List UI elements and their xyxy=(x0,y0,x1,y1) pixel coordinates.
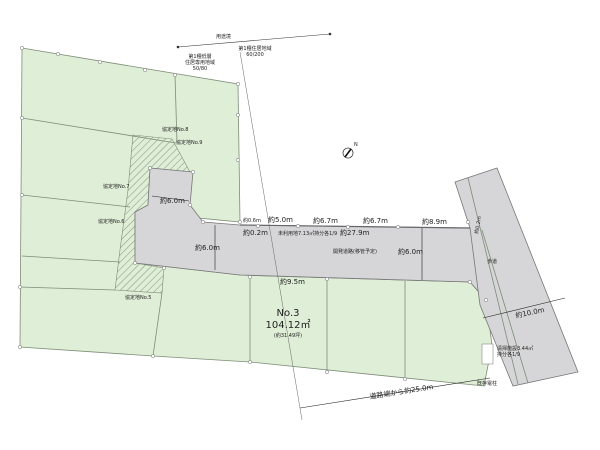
cleaning-facility-label-1: 清掃施設3.44㎡ xyxy=(497,345,533,352)
agreement-lot-no8: 協定地No.8 xyxy=(162,126,188,133)
dim-from-road-end: 道路端から約25.0m xyxy=(369,382,434,401)
dim-27-9: 約27.9m xyxy=(340,228,370,237)
dimension-lines xyxy=(151,195,566,409)
north-compass-icon: N xyxy=(342,142,358,159)
dim-9-5: 約9.5m xyxy=(280,277,305,286)
lot-area-sqm: 104.12㎡ xyxy=(266,319,311,331)
agreement-lot-no9: 協定地No.9 xyxy=(176,139,202,146)
lot-lines xyxy=(19,51,494,421)
zoning-boundary: 用途境 第1種低層 住居専用地域 50/80 第1種住居地域 60/200 xyxy=(176,32,332,72)
dim-0-2-right: 約0.2m xyxy=(473,215,483,234)
dim-upper-width: 約6.0m xyxy=(160,196,185,205)
lot-number: No.3 xyxy=(277,308,300,319)
agreement-lot-no6: 協定地No.6 xyxy=(98,218,124,225)
boundary-points xyxy=(18,46,488,381)
dim-5-0: 約5.0m xyxy=(268,215,293,224)
zoning-boundary-label: 用途境 xyxy=(216,33,231,40)
agreement-lot-no5: 協定地No.5 xyxy=(125,294,151,301)
zone-left-line2: 住居専用地域 xyxy=(185,59,215,66)
unused-land-label: 未利用地7.13㎡持分各1/9 xyxy=(278,230,337,237)
dim-road-width-left: 約6.0m xyxy=(195,243,220,252)
lot-no3[interactable]: No.3 104.12㎡ (約31.49坪) xyxy=(266,308,311,339)
lots-left-area xyxy=(19,47,493,387)
north-label: N xyxy=(354,142,358,148)
dim-6-7b: 約6.7m xyxy=(363,216,388,225)
zone-right-line2: 60/200 xyxy=(246,52,264,58)
development-road-label: 開発道路(移管予定) xyxy=(333,248,377,255)
sidewalk-label: 歩道 xyxy=(487,258,497,265)
lot-area-tsubo: (約31.49坪) xyxy=(274,332,302,339)
cleaning-facility xyxy=(481,343,494,365)
zone-left-line3: 50/80 xyxy=(193,66,207,72)
dim-8-9: 約8.9m xyxy=(422,217,447,226)
dim-0-6: 約0.6m xyxy=(243,217,261,224)
agreement-lot-no7: 協定地No.7 xyxy=(103,183,129,190)
dim-6-7a: 約6.7m xyxy=(313,216,338,225)
zone-right-line1: 第1種住居地域 xyxy=(238,45,271,52)
utility-pole-label: 既存電柱 xyxy=(477,380,497,387)
zone-left-line1: 第1種低層 xyxy=(188,53,211,60)
dim-0-2-left: 約0.2m xyxy=(243,228,268,237)
dim-road-width-right: 約6.0m xyxy=(398,247,423,256)
cleaning-facility-label-2: 持分各1/9 xyxy=(497,351,520,358)
